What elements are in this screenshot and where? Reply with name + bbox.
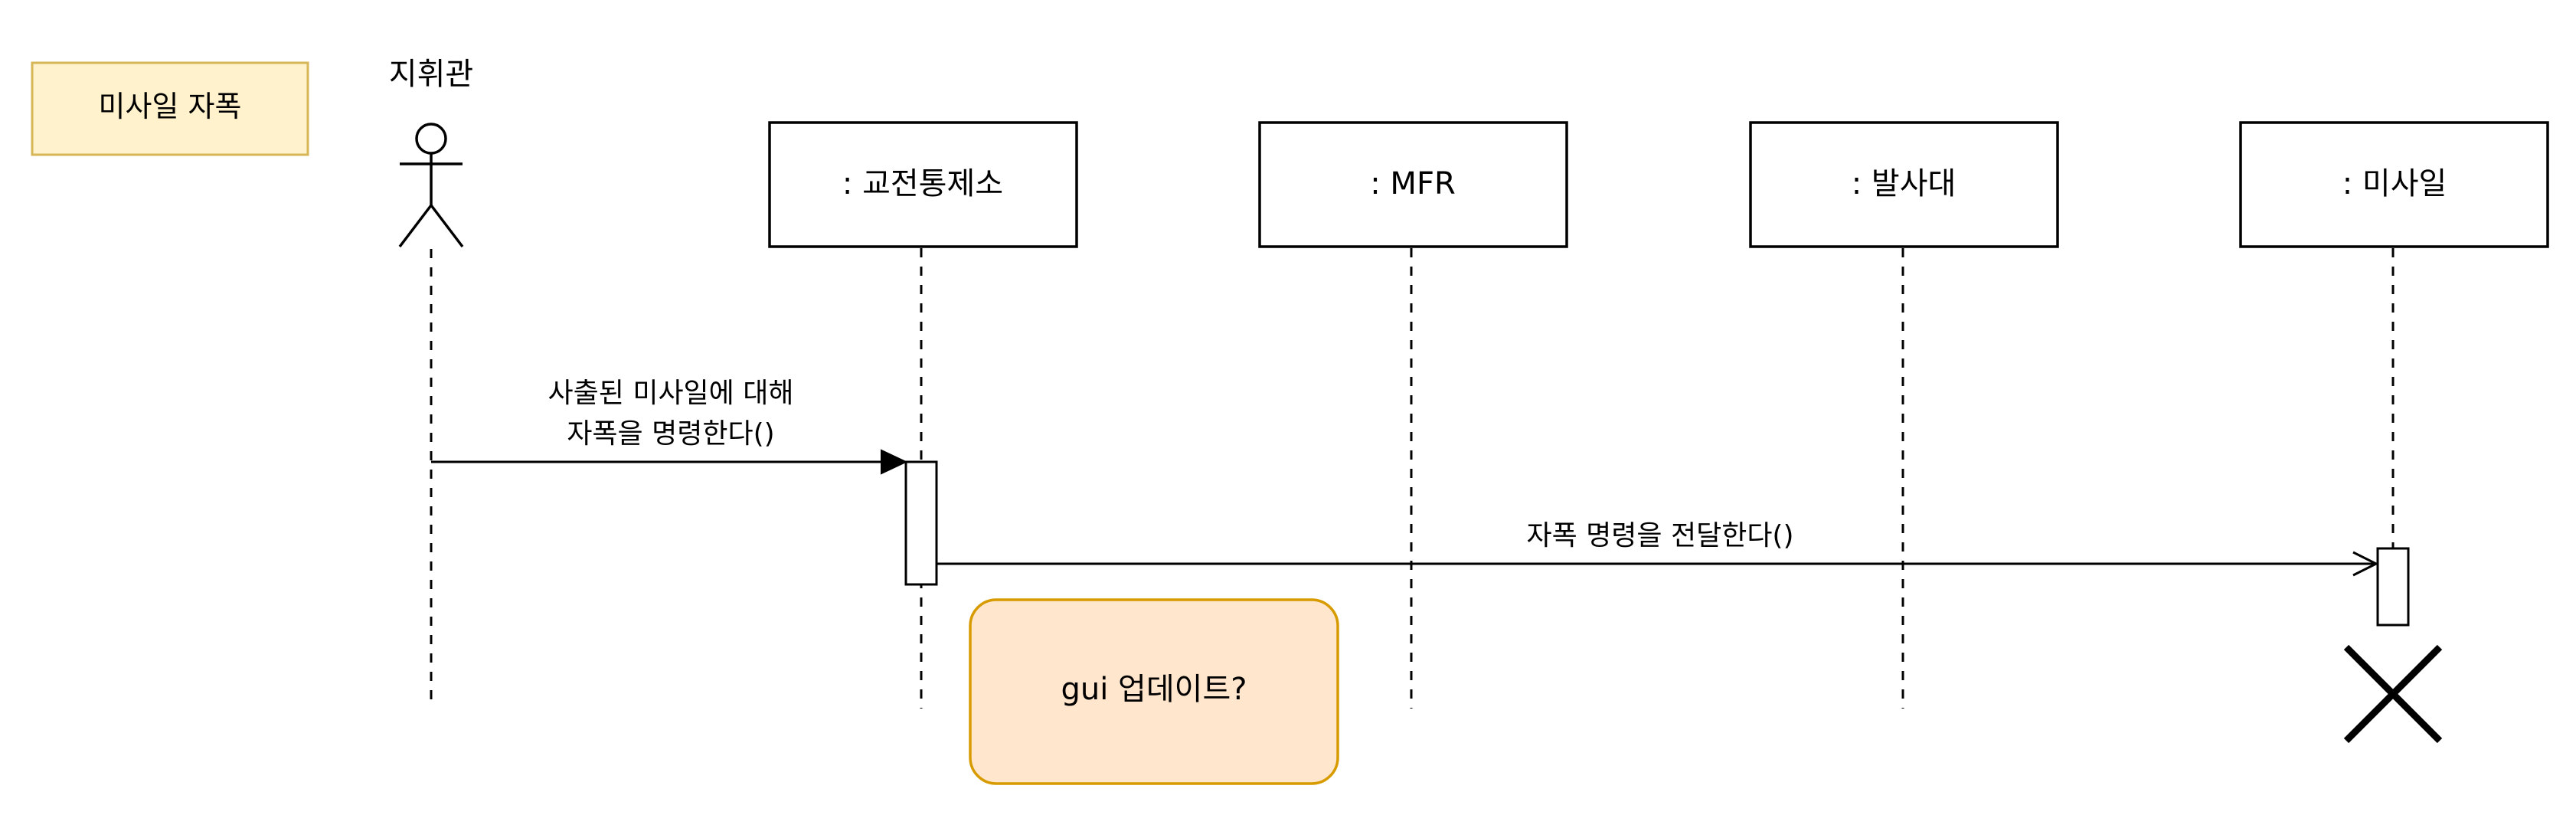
lifeline-label: : 발사대: [1852, 166, 1957, 201]
lifeline-mfr: : MFR: [1258, 121, 1568, 709]
message-label: 자폭 명령을 전달한다(): [1526, 520, 1793, 552]
stick-figure-icon: [398, 123, 464, 248]
frame-label: 미사일 자폭: [31, 61, 309, 156]
lifeline-missile: : 미사일: [2239, 121, 2549, 627]
actor-label: 지휘관: [389, 57, 473, 92]
lifeline-label: : 미사일: [2342, 166, 2447, 201]
lifeline-label: : 교전통제소: [842, 166, 1003, 201]
frame-label-text: 미사일 자폭: [99, 90, 242, 123]
lifeline-box: [768, 121, 1078, 248]
note-text: gui 업데이트?: [1061, 672, 1247, 707]
lifeline-label: : MFR: [1370, 166, 1456, 201]
open-arrowhead-icon: [2352, 551, 2379, 577]
activation-bar-missile: [2376, 547, 2410, 627]
note-gui-update: gui 업데이트?: [969, 598, 1339, 785]
filled-arrowhead-icon: [881, 449, 908, 475]
actor-commander: 지휘관: [389, 57, 473, 701]
destroy-x-icon: [2343, 644, 2443, 744]
note-box: [969, 598, 1339, 785]
message-self-destruct-command: 사출된 미사일에 대해 자폭을 명령한다(): [431, 378, 908, 475]
message-forward-command: 자폭 명령을 전달한다(): [937, 520, 2379, 577]
lifeline-traffic-control: : 교전통제소: [768, 121, 1078, 709]
message-label-line-2: 자폭을 명령한다(): [567, 418, 774, 450]
lifeline-box: [2239, 121, 2549, 248]
activation-bar-traffic-control: [904, 460, 938, 586]
message-label-line-1: 사출된 미사일에 대해: [548, 378, 794, 409]
lifeline-box: [1749, 121, 2059, 248]
lifeline-launcher: : 발사대: [1749, 121, 2059, 709]
frame-label-box: [31, 61, 309, 156]
lifeline-box: [1258, 121, 1568, 248]
